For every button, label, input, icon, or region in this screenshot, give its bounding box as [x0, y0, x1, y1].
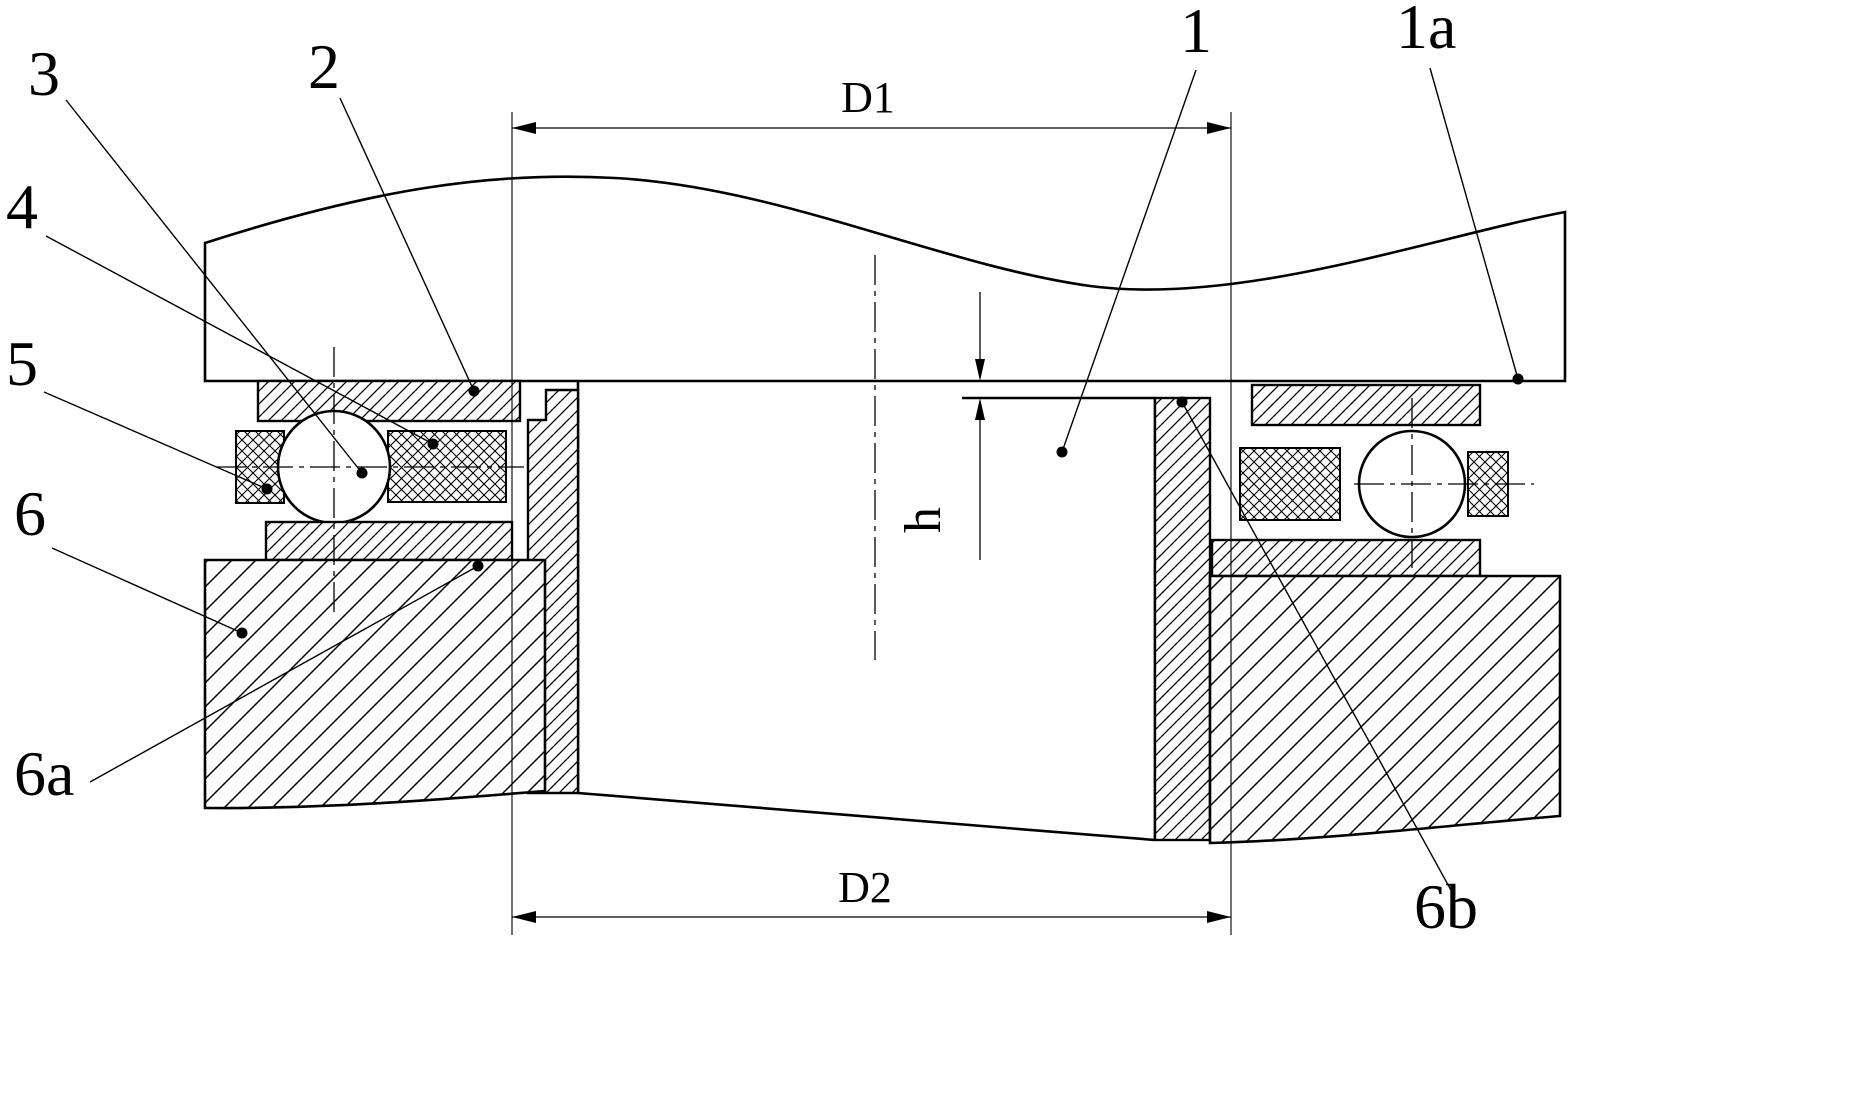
leader-1a: [1429, 67, 1519, 380]
leader-dot-2: [468, 385, 480, 397]
lower-housing-right-block: [1208, 574, 1562, 845]
dimension-d1: D1: [511, 73, 1232, 935]
h-lower-arrow: [975, 398, 985, 420]
d1-dimension-label: D1: [841, 73, 895, 122]
right-bearing-inner-spacer: [1239, 447, 1341, 521]
center-column-break-line: [577, 791, 1156, 842]
leader-dot-6a: [472, 560, 484, 572]
part-label-2: 2: [308, 31, 340, 102]
part-label-6: 6: [14, 478, 46, 549]
h-upper-arrow: [975, 359, 985, 381]
d1-right-arrow: [1207, 122, 1231, 134]
leader-dot-4: [427, 438, 439, 450]
part-labels: 3 2 4 5 6 6a 1 1a 6b: [6, 0, 1478, 942]
part-label-6a: 6a: [14, 738, 74, 809]
part-label-3: 3: [28, 38, 60, 109]
inner-sleeve-right-wall: [1153, 396, 1212, 842]
right-bearing-upper-race: [1250, 383, 1482, 427]
leader-4: [45, 235, 434, 445]
part-label-5: 5: [6, 328, 38, 399]
leader-1: [1061, 69, 1197, 453]
leader-dot-5: [261, 483, 273, 495]
leader-dot-1a: [1512, 373, 1524, 385]
centerlines: [216, 255, 1534, 660]
leader-6b: [1181, 401, 1453, 893]
leader-dot-1: [1056, 446, 1068, 458]
right-bearing-lower-race: [1210, 538, 1482, 578]
left-bearing-upper-race: [256, 379, 522, 423]
dimension-h: h: [895, 292, 985, 560]
d2-left-arrow: [512, 911, 536, 923]
h-dimension-label: h: [895, 507, 952, 533]
part-label-6b: 6b: [1414, 871, 1478, 942]
leader-dot-6: [236, 627, 248, 639]
leader-2: [339, 97, 475, 392]
leader-3: [65, 99, 363, 474]
part-label-1a: 1a: [1396, 0, 1456, 62]
leader-lines: [43, 67, 1519, 893]
lower-housing-left-block: [203, 558, 547, 810]
leader-6: [51, 547, 243, 634]
leader-dot-3: [356, 467, 368, 479]
leader-dots: [236, 373, 1524, 639]
part-label-1: 1: [1180, 0, 1212, 66]
leader-5: [43, 391, 268, 490]
part-label-4: 4: [6, 171, 38, 242]
d1-left-arrow: [512, 122, 536, 134]
d2-right-arrow: [1207, 911, 1231, 923]
dimension-d2: D2: [512, 863, 1231, 923]
leader-dot-6b: [1176, 396, 1188, 408]
upper-ring-section: [203, 175, 1567, 383]
left-bearing-lower-race: [264, 520, 514, 562]
d2-dimension-label: D2: [838, 863, 892, 912]
leader-6a: [89, 565, 479, 783]
